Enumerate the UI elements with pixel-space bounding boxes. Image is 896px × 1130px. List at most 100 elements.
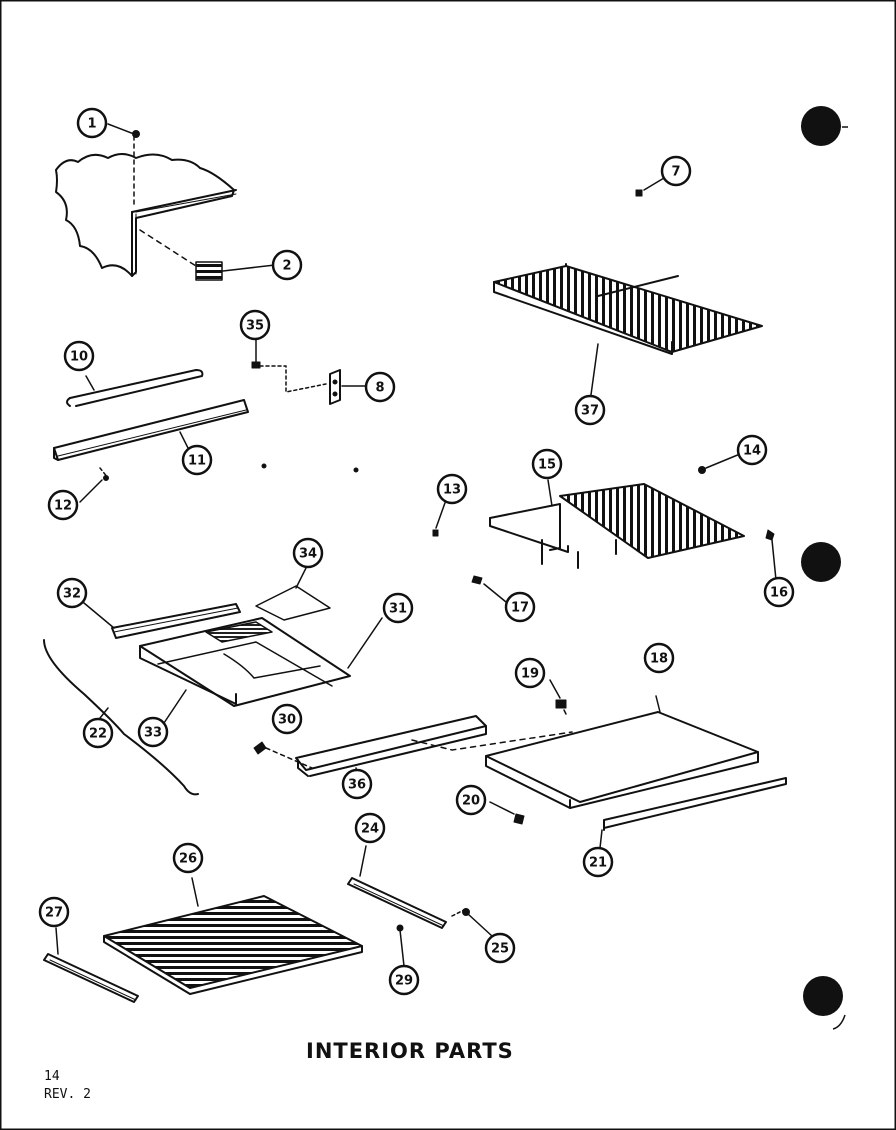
- callout-balloon: [436, 473, 468, 505]
- callout-label: 7: [671, 165, 680, 180]
- callout-26: 26: [172, 842, 204, 874]
- callout-label: 32: [63, 587, 81, 602]
- callout-35: 35: [239, 309, 271, 341]
- callout-34: 34: [292, 537, 324, 569]
- callout-balloon: [354, 812, 386, 844]
- callout-17: 17: [504, 591, 536, 623]
- callout-12: 12: [47, 489, 79, 521]
- part-2-grille: [195, 261, 223, 281]
- callout-label: 25: [491, 942, 509, 957]
- callout-label: 19: [521, 667, 539, 682]
- callout-balloon: [271, 703, 303, 735]
- callout-balloon: [181, 444, 213, 476]
- callout-label: 14: [743, 444, 761, 459]
- callout-balloon: [172, 842, 204, 874]
- callout-20: 20: [455, 784, 487, 816]
- callout-29: 29: [388, 964, 420, 996]
- part-17-clip: [471, 575, 483, 585]
- part-10-gasket: [66, 369, 204, 407]
- part-37-upper-shelf: [493, 263, 763, 403]
- callout-31: 31: [382, 592, 414, 624]
- callout-balloon: [292, 537, 324, 569]
- part-16-clip: [765, 529, 775, 541]
- callout-balloon: [736, 434, 768, 466]
- callout-label: 20: [462, 794, 480, 809]
- callout-balloon: [514, 657, 546, 689]
- callout-balloon: [56, 577, 88, 609]
- callout-label: 35: [246, 319, 264, 334]
- callout-balloon: [38, 896, 70, 928]
- callout-19: 19: [514, 657, 546, 689]
- callout-label: 24: [361, 822, 379, 837]
- page-number: 14: [44, 1069, 60, 1084]
- part-18-crisper-cover: [485, 679, 759, 809]
- callout-32: 32: [56, 577, 88, 609]
- part-8-bracket: [251, 337, 367, 405]
- callout-balloon: [364, 371, 396, 403]
- part-26-glass-shelf: [103, 877, 363, 995]
- part-13-clip: [432, 529, 439, 537]
- part-22-wire: [43, 639, 199, 796]
- revision-label: REV. 2: [44, 1087, 91, 1102]
- callout-30: 30: [271, 703, 303, 735]
- part-34-glass: [255, 567, 331, 621]
- callout-balloon: [82, 717, 114, 749]
- callout-label: 29: [395, 974, 413, 989]
- part-14-clip: [698, 466, 706, 474]
- callout-label: 17: [511, 601, 529, 616]
- callout-21: 21: [582, 846, 614, 878]
- callout-label: 11: [188, 454, 206, 469]
- callout-22: 22: [82, 717, 114, 749]
- callout-balloon: [239, 309, 271, 341]
- callout-balloon: [76, 107, 108, 139]
- page-title: INTERIOR PARTS: [306, 1039, 514, 1063]
- binder-hole-top: [801, 106, 841, 146]
- callout-label: 18: [650, 652, 668, 667]
- callout-label: 27: [45, 906, 63, 921]
- part-36-crisper-rail: [253, 715, 573, 779]
- part-7-clip: [635, 189, 643, 197]
- callout-37: 37: [574, 394, 606, 426]
- callout-24: 24: [354, 812, 386, 844]
- part-31-cover-frame: [139, 617, 383, 727]
- part-15-wire-shelf: [489, 479, 745, 569]
- callout-label: 13: [443, 483, 461, 498]
- callout-label: 1: [87, 117, 96, 132]
- callout-15: 15: [531, 448, 563, 480]
- callout-label: 21: [589, 856, 607, 871]
- callout-1: 1: [76, 107, 108, 139]
- callout-balloon: [382, 592, 414, 624]
- part-21-trim: [599, 777, 787, 849]
- callout-balloon: [660, 155, 692, 187]
- callout-label: 34: [299, 547, 317, 562]
- callout-label: 31: [389, 602, 407, 617]
- callout-label: 10: [70, 350, 88, 365]
- part-24-rail: [347, 845, 493, 967]
- callout-label: 33: [144, 726, 162, 741]
- callout-36: 36: [341, 768, 373, 800]
- callout-balloon: [137, 716, 169, 748]
- callout-balloon: [484, 932, 516, 964]
- part-11-rail: [53, 399, 249, 503]
- callout-27: 27: [38, 896, 70, 928]
- callout-25: 25: [484, 932, 516, 964]
- callout-balloon: [271, 249, 303, 281]
- part-32-rail: [77, 597, 241, 639]
- callout-balloon: [531, 448, 563, 480]
- callout-balloon: [504, 591, 536, 623]
- callout-10: 10: [63, 340, 95, 372]
- callout-label: 36: [348, 778, 366, 793]
- callout-balloon: [388, 964, 420, 996]
- callout-7: 7: [660, 155, 692, 187]
- callout-16: 16: [763, 576, 795, 608]
- callout-13: 13: [436, 473, 468, 505]
- callout-33: 33: [137, 716, 169, 748]
- callout-label: 26: [179, 852, 197, 867]
- callout-balloon: [341, 768, 373, 800]
- parts-drawing: [43, 123, 787, 1003]
- callout-label: 22: [89, 727, 107, 742]
- callout-balloon: [582, 846, 614, 878]
- cabinet-liner-corner: [55, 123, 237, 277]
- callout-balloon: [763, 576, 795, 608]
